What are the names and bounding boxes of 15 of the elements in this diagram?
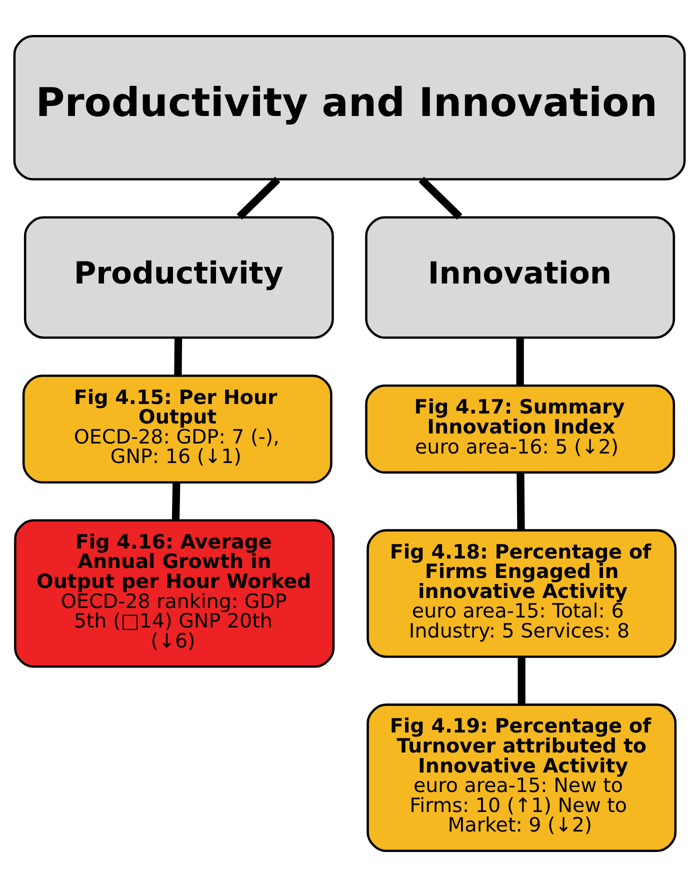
connector [172, 482, 180, 520]
connector [418, 176, 462, 220]
node-box: Innovation [365, 216, 676, 338]
node-box: Fig 4.15: Per Hour Output OECD-28: GDP: 7 (-), GNP: 16 (↓1) [22, 374, 332, 483]
connector [516, 337, 524, 385]
node-box: Fig 4.16: Average Annual Growth in Output per Hour Worked OECD-28 ranking: GDP 5th (□14) GNP 20th (↓6) [14, 518, 335, 668]
connector [174, 337, 182, 376]
node-box: Fig 4.17: Summary Innovation Index euro area-16: 5 (↓2) [365, 384, 676, 474]
node-box: Fig 4.19: Percentage of Turnover attributed to Innovative Activity euro area-15: New to Firms: 10 (↑1) New to Market: 9 (↓2) [366, 703, 677, 852]
connector [236, 176, 280, 220]
connector [518, 656, 526, 704]
node-box: Productivity and Innovation [13, 34, 686, 180]
connector [516, 472, 525, 530]
node-box: Fig 4.18: Percentage of Firms Engaged in innovative Activity euro area-15: Total: 6 Industry: 5 Services: 8 [366, 528, 677, 658]
node-box: Productivity [24, 216, 334, 338]
